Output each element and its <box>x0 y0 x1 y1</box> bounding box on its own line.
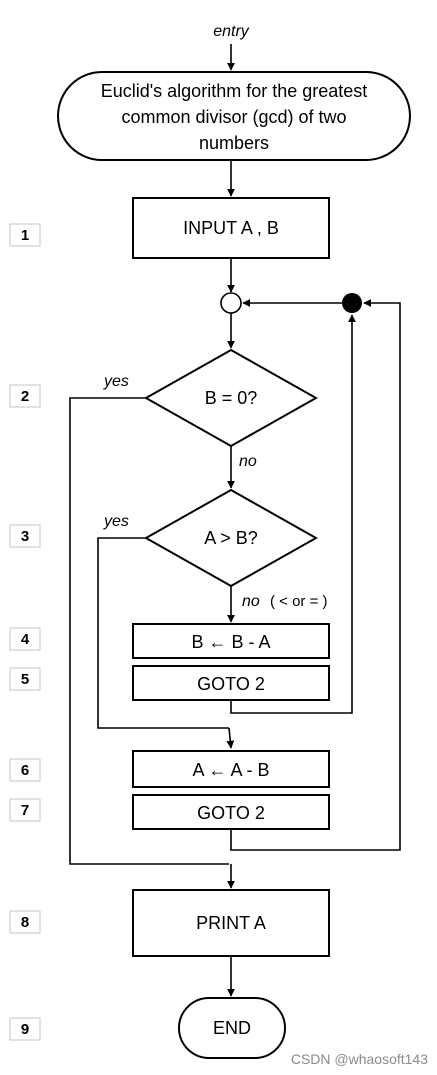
title-line-3: numbers <box>199 133 269 153</box>
line-number-6: 6 <box>21 762 29 779</box>
input-box <box>132 197 330 259</box>
loop-back-from-7 <box>230 299 401 851</box>
step-sub-a-label: A ← A - B <box>192 760 269 780</box>
line-number-7: 7 <box>21 802 29 819</box>
end-terminator <box>178 997 286 1059</box>
yes-label-2: yes <box>103 513 129 530</box>
no-label-2: no <box>242 593 260 610</box>
step-goto-5-label: GOTO 2 <box>197 674 265 694</box>
no-note-2: ( < or = ) <box>270 593 328 610</box>
line-number-9: 9 <box>21 1021 29 1038</box>
line-number-8: 8 <box>21 914 29 931</box>
decision-b-label: B = 0? <box>205 388 258 408</box>
line-number-box-8 <box>9 910 41 934</box>
decision-a-label: A > B? <box>204 528 258 548</box>
line-number-box-4 <box>9 627 41 651</box>
line-number-box-5 <box>9 667 41 691</box>
title-line-2: common divisor (gcd) of two <box>121 107 346 127</box>
merge-junction-open <box>220 292 242 314</box>
step-sub-b-label: B ← B - A <box>191 632 270 652</box>
yes-label-1: yes <box>103 373 129 390</box>
line-number-3: 3 <box>21 528 29 545</box>
arrow-to-sub-a <box>226 727 235 749</box>
print-label: PRINT A <box>196 913 266 933</box>
line-number-box-9 <box>9 1017 41 1041</box>
step-sub-a <box>132 750 330 788</box>
title-terminator <box>57 71 411 161</box>
print-box <box>132 889 330 957</box>
loop-back-from-5 <box>230 314 356 714</box>
line-number-5: 5 <box>21 671 29 688</box>
title-line-1: Euclid's algorithm for the greatest <box>101 81 368 101</box>
line-number-2: 2 <box>21 388 29 405</box>
line-number-box-1 <box>9 223 41 247</box>
line-number-box-7 <box>9 798 41 822</box>
end-label: END <box>213 1018 251 1038</box>
line-number-box-6 <box>9 758 41 782</box>
no-label-1: no <box>239 453 257 470</box>
entry-label: entry <box>213 23 250 40</box>
line-number-box-3 <box>9 524 41 548</box>
step-goto-7 <box>132 794 330 830</box>
step-sub-b <box>132 623 330 659</box>
yes-path-to-sub-a <box>97 537 229 729</box>
input-label: INPUT A , B <box>183 218 279 238</box>
line-number-1: 1 <box>21 227 29 244</box>
yes-path-to-print <box>69 397 229 865</box>
line-number-box-2 <box>9 384 41 408</box>
step-goto-7-label: GOTO 2 <box>197 803 265 823</box>
line-number-4: 4 <box>21 631 30 648</box>
watermark: CSDN @whaosoft143 <box>291 1051 428 1067</box>
merge-junction-filled <box>342 293 362 313</box>
